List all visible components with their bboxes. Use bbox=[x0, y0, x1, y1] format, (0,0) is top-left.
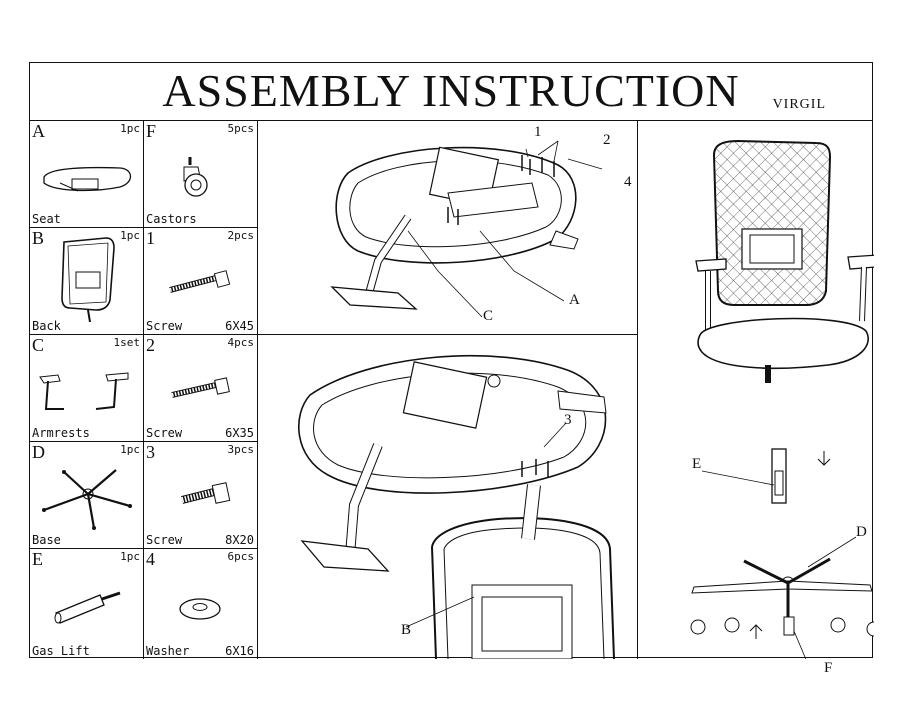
chair-base-illustration bbox=[690, 139, 874, 659]
part-qty: 5pcs bbox=[227, 122, 255, 135]
part-name: Base bbox=[32, 533, 61, 547]
armrests-icon bbox=[39, 372, 129, 410]
part-qty: 1pc bbox=[120, 122, 140, 135]
callout-b: B bbox=[401, 622, 412, 638]
callout-1: 1 bbox=[534, 124, 542, 140]
part-size: 8X20 bbox=[225, 533, 254, 547]
part-name: Screw bbox=[146, 319, 183, 333]
part-letter: A bbox=[32, 121, 45, 141]
castor-icon bbox=[183, 157, 208, 197]
seat-armrest-illustration bbox=[330, 140, 603, 318]
part-letter: E bbox=[32, 549, 43, 569]
part-qty: 3pcs bbox=[227, 443, 255, 456]
part-letter: B bbox=[32, 228, 45, 248]
part-cell-castors: F 5pcs Castors bbox=[144, 121, 258, 228]
back-icon bbox=[61, 237, 115, 323]
part-name: Castors bbox=[146, 212, 197, 226]
page-title: ASSEMBLY INSTRUCTION bbox=[162, 65, 740, 116]
seat-icon bbox=[43, 166, 132, 192]
part-letter: 3 bbox=[146, 442, 155, 462]
step-1-diagram: 1 2 4 A C bbox=[258, 121, 638, 335]
screw-icon bbox=[171, 377, 230, 398]
callout-e: E bbox=[692, 456, 702, 472]
gas-lift-icon bbox=[54, 591, 121, 624]
part-letter: 1 bbox=[146, 228, 155, 248]
part-qty: 6pcs bbox=[227, 550, 255, 563]
callout-3: 3 bbox=[564, 412, 572, 428]
part-qty: 1pc bbox=[120, 229, 140, 242]
base-icon bbox=[42, 469, 132, 530]
part-name: Washer bbox=[146, 644, 190, 658]
part-name: Seat bbox=[32, 212, 61, 226]
part-qty: 1pc bbox=[120, 443, 140, 456]
part-qty: 1set bbox=[113, 336, 141, 349]
back-attachment-illustration bbox=[298, 354, 615, 659]
callout-2: 2 bbox=[603, 132, 611, 148]
part-letter: F bbox=[146, 121, 157, 141]
part-size: 6X35 bbox=[225, 426, 254, 440]
part-letter: 4 bbox=[146, 549, 155, 569]
part-cell-screw-6x45: 1 2pcs Screw 6X45 bbox=[144, 228, 258, 335]
part-name: Screw bbox=[146, 426, 183, 440]
part-cell-gas-lift: E 1pc Gas Lift bbox=[30, 549, 144, 659]
part-cell-base: D 1pc Base bbox=[30, 442, 144, 549]
part-letter: D bbox=[32, 442, 45, 462]
part-name: Screw bbox=[146, 533, 183, 547]
part-name: Armrests bbox=[32, 426, 90, 440]
part-letter: C bbox=[32, 335, 45, 355]
step-2-diagram: 3 B bbox=[258, 335, 638, 659]
part-qty: 2pcs bbox=[227, 229, 255, 242]
callout-d: D bbox=[856, 524, 867, 540]
callout-4: 4 bbox=[624, 174, 632, 190]
model-name: VIRGIL bbox=[772, 97, 826, 112]
part-cell-washer: 4 6pcs Washer 6X16 bbox=[144, 549, 258, 659]
part-cell-armrests: C 1set Armrests bbox=[30, 335, 144, 442]
screw-icon bbox=[169, 270, 231, 293]
part-cell-seat: A 1pc Seat bbox=[30, 121, 144, 228]
callout-a: A bbox=[569, 292, 580, 308]
part-cell-back: B 1pc Back bbox=[30, 228, 144, 335]
part-name: Gas Lift bbox=[32, 644, 90, 658]
callout-f: F bbox=[824, 660, 833, 676]
part-cell-screw-6x35: 2 4pcs Screw 6X35 bbox=[144, 335, 258, 442]
part-name: Back bbox=[32, 319, 61, 333]
part-qty: 1pc bbox=[120, 550, 140, 563]
washer-icon bbox=[179, 598, 221, 620]
part-cell-screw-8x20: 3 3pcs Screw 8X20 bbox=[144, 442, 258, 549]
part-qty: 4pcs bbox=[227, 336, 255, 349]
part-size: 6X45 bbox=[225, 319, 254, 333]
title-bar: ASSEMBLY INSTRUCTION VIRGIL bbox=[30, 63, 872, 121]
callout-c: C bbox=[483, 308, 494, 324]
part-letter: 2 bbox=[146, 335, 155, 355]
step-3-diagram: E D F bbox=[638, 121, 874, 676]
instruction-sheet: ASSEMBLY INSTRUCTION VIRGIL A 1pc Seat B… bbox=[29, 62, 874, 676]
part-size: 6X16 bbox=[225, 644, 254, 658]
screw-icon bbox=[181, 482, 231, 504]
